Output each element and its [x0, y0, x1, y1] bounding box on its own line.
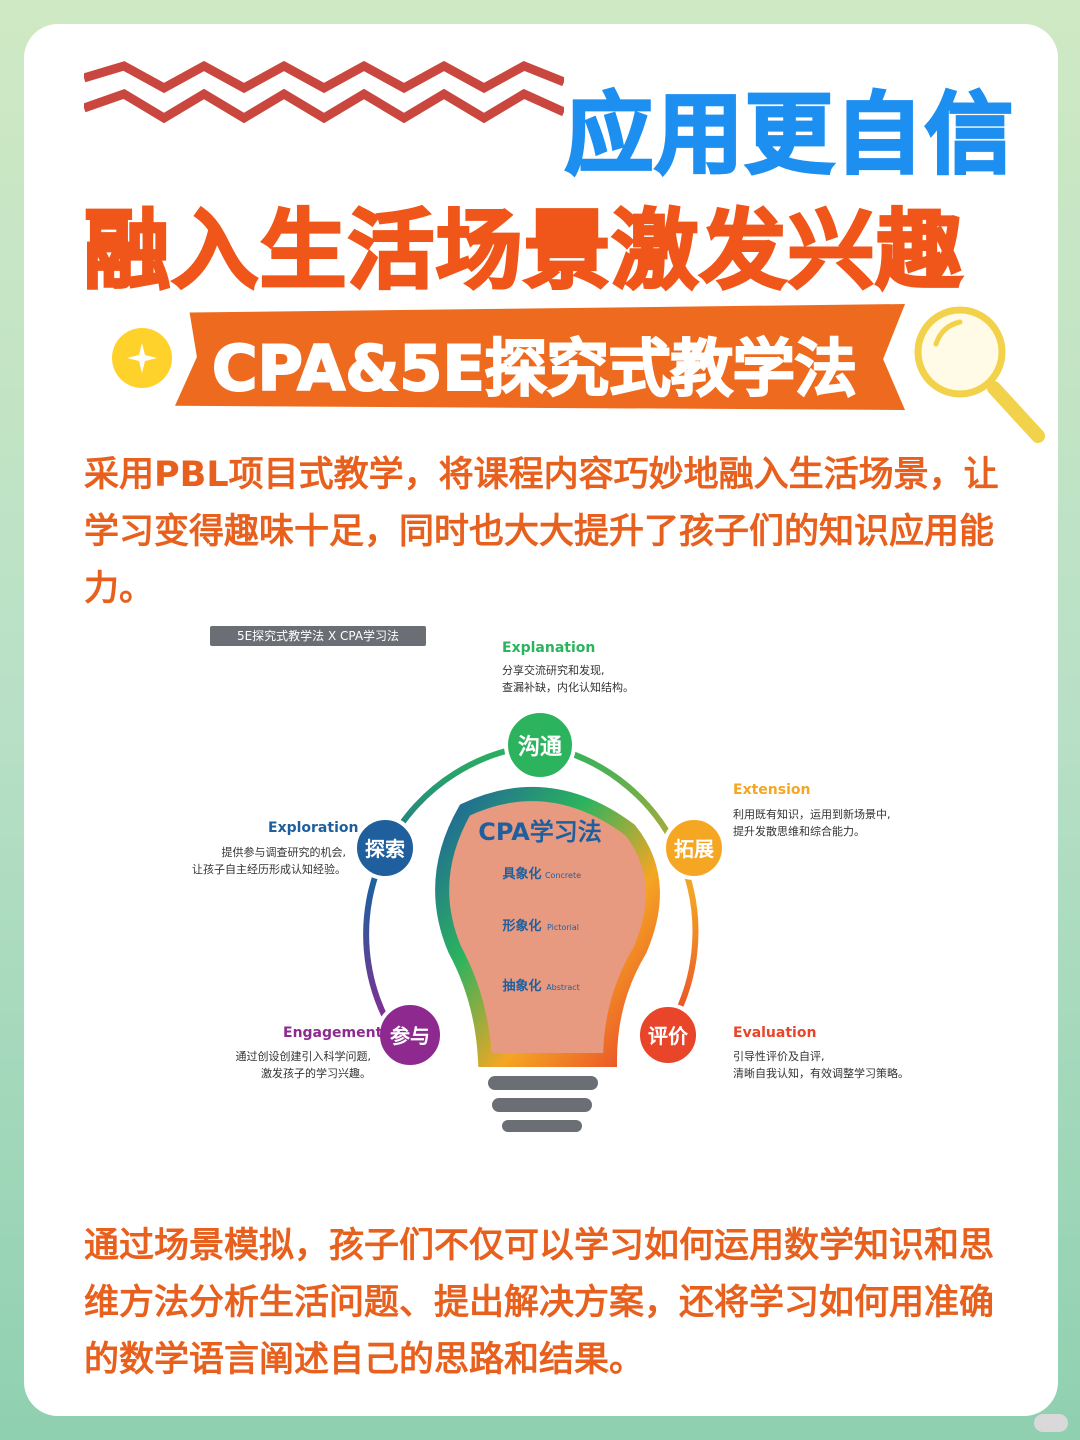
- svg-text:评价: 评价: [648, 1024, 689, 1048]
- intro-paragraph: 采用PBL项目式教学，将课程内容巧妙地融入生活场景，让学习变得趣味十足，同时也大…: [84, 455, 999, 609]
- stage-desc-extension: 利用既有知识，运用到新场景中, 提升发散思维和综合能力。: [733, 808, 891, 838]
- svg-text:沟通: 沟通: [518, 734, 562, 760]
- stage-desc-exploration: 提供参与调查研究的机会, 让孩子自主经历形成认知经验。: [192, 846, 346, 876]
- title-banner: [175, 304, 905, 410]
- svg-text:拓展: 拓展: [674, 837, 714, 861]
- stage-node-extension: 拓展: [662, 816, 726, 880]
- bulb-title: CPA学习法: [478, 818, 602, 846]
- closing-paragraph: 通过场景模拟，孩子们不仅可以学习如何运用数学知识和思维方法分析生活问题、提出解决…: [84, 1226, 995, 1380]
- stage-title-engagement: Engagement: [283, 1025, 383, 1041]
- stage-node-evaluation: 评价: [636, 1003, 700, 1067]
- stage-desc-engagement: 通过创设创建引入科学问题, 激发孩子的学习兴趣。: [235, 1050, 372, 1080]
- bulb-base-2: [492, 1098, 592, 1112]
- page-headline: 融入生活场景激发兴趣: [83, 200, 964, 303]
- bulb-base-3: [502, 1120, 582, 1132]
- stage-desc-evaluation: 引导性评价及自评, 清晰自我认知，有效调整学习策略。: [733, 1050, 909, 1080]
- 5e-cpa-diagram: CPA学习法 具象化 Concrete 形象化 Pictorial 抽象化 Ab…: [353, 709, 726, 1132]
- slogan-title: 应用更自信: [563, 82, 1016, 188]
- bulb-base-1: [488, 1076, 598, 1090]
- magnifier-icon: [914, 306, 1045, 443]
- bulb-shape: [435, 787, 660, 1067]
- stage-title-extension: Extension: [733, 782, 811, 798]
- watermark-badge: [1034, 1414, 1068, 1432]
- stage-desc-explanation: 分享交流研究和发现, 查漏补缺，内化认知结构。: [502, 664, 634, 694]
- cpa-pictorial: 形象化: [502, 918, 541, 934]
- cpa-concrete: 具象化: [502, 866, 541, 882]
- cpa-pictorial-en: Pictorial: [547, 923, 579, 932]
- stage-title-evaluation: Evaluation: [733, 1025, 817, 1041]
- cpa-concrete-en: Concrete: [545, 871, 581, 880]
- stage-title-explanation: Explanation: [502, 640, 596, 656]
- cpa-abstract: 抽象化: [502, 978, 541, 994]
- stage-node-explanation: 沟通: [504, 709, 576, 781]
- stage-node-engagement: 参与: [376, 1001, 444, 1069]
- svg-text:探索: 探索: [365, 837, 405, 861]
- zigzag-decoration: [84, 60, 564, 124]
- diagram-tag: 5E探究式教学法 X CPA学习法: [210, 626, 426, 646]
- cpa-abstract-en: Abstract: [546, 983, 580, 992]
- stage-title-exploration: Exploration: [268, 820, 359, 836]
- stage-node-exploration: 探索: [353, 816, 417, 880]
- banner-title: CPA&5E探究式教学法: [211, 331, 858, 406]
- svg-text:参与: 参与: [390, 1024, 430, 1048]
- sparkle-badge-icon: [112, 328, 172, 388]
